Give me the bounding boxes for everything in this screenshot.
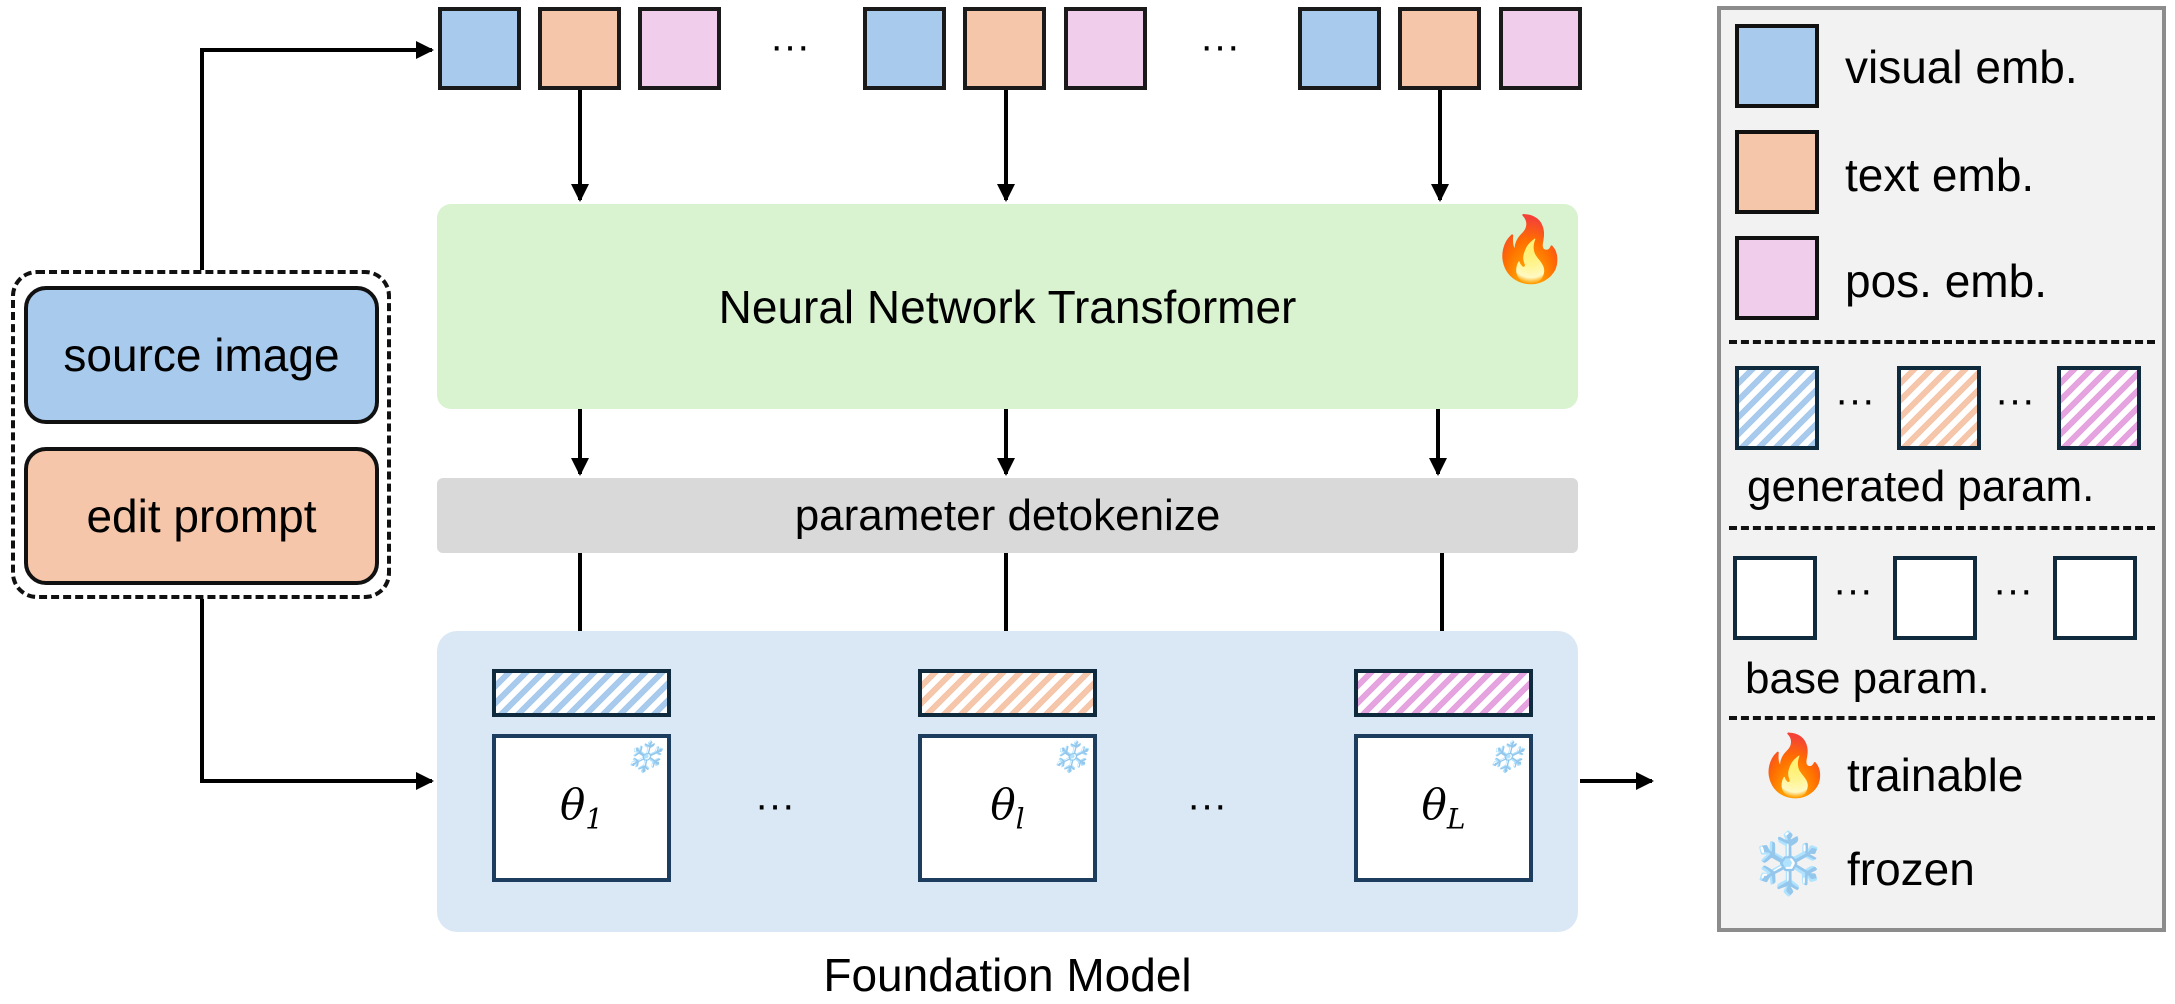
legend-text-swatch (1735, 130, 1819, 214)
token-ellipsis-1: ··· (770, 24, 810, 68)
legend-generated-blue (1735, 366, 1819, 450)
transformer-block: Neural Network Transformer 🔥 (437, 204, 1578, 409)
generated-param-bar-l (918, 669, 1097, 717)
legend-text-label: text emb. (1845, 149, 2035, 201)
legend-generated-pink (2057, 366, 2141, 450)
snowflake-icon: ❄️ (1487, 740, 1525, 775)
legend: visual emb. text emb. pos. emb. ··· ··· … (1717, 6, 2166, 932)
token-text-2 (963, 7, 1046, 90)
generated-param-bar-1 (492, 669, 671, 717)
legend-ellipsis: ··· (1995, 378, 2035, 422)
legend-ellipsis: ··· (1993, 568, 2033, 612)
input-group (11, 270, 391, 599)
legend-pos-label: pos. emb. (1845, 255, 2047, 307)
token-visual-2 (863, 7, 946, 90)
source-image-box: source image (24, 286, 379, 424)
layer-symbol: θL (1421, 780, 1466, 836)
legend-snowflake-icon: ❄️ (1751, 830, 1826, 897)
layer-theta-1: θ1 ❄️ (492, 734, 671, 882)
legend-ellipsis: ··· (1833, 568, 1873, 612)
foundation-model-label: Foundation Model (823, 949, 1192, 1001)
legend-divider-1 (1729, 340, 2155, 344)
layer-ellipsis-1: ··· (755, 783, 795, 827)
layer-theta-L: θL ❄️ (1354, 734, 1533, 882)
token-visual-3 (1298, 7, 1381, 90)
source-image-label: source image (63, 329, 340, 381)
legend-divider-2 (1729, 526, 2155, 530)
legend-divider-3 (1729, 716, 2155, 720)
legend-base-1 (1733, 556, 1817, 640)
legend-visual-label: visual emb. (1845, 41, 2078, 93)
layer-symbol: θ1 (559, 780, 604, 836)
layer-symbol: θl (990, 780, 1025, 836)
layer-theta-l: θl ❄️ (918, 734, 1097, 882)
fire-icon: 🔥 (1490, 213, 1570, 285)
token-text-1 (538, 7, 621, 90)
token-ellipsis-2: ··· (1200, 24, 1240, 68)
token-pos-3 (1499, 7, 1582, 90)
legend-fire-icon: 🔥 (1757, 732, 1832, 799)
token-pos-2 (1064, 7, 1147, 90)
transformer-label: Neural Network Transformer (718, 280, 1297, 333)
token-visual-1 (438, 7, 521, 90)
token-pos-1 (638, 7, 721, 90)
detokenize-label: parameter detokenize (794, 490, 1221, 540)
edit-prompt-box: edit prompt (24, 447, 379, 585)
legend-visual-swatch (1735, 24, 1819, 108)
legend-ellipsis: ··· (1835, 378, 1875, 422)
token-text-3 (1398, 7, 1481, 90)
legend-pos-swatch (1735, 236, 1819, 320)
arrow-source-to-tokens (200, 41, 434, 270)
snowflake-icon: ❄️ (1051, 740, 1089, 775)
arrow-prompt-to-foundation (200, 599, 434, 790)
legend-base-3 (2053, 556, 2137, 640)
snowflake-icon: ❄️ (625, 740, 663, 775)
edit-prompt-label: edit prompt (86, 490, 317, 542)
legend-base-label: base param. (1745, 654, 1990, 703)
layer-ellipsis-2: ··· (1187, 783, 1227, 827)
legend-frozen-label: frozen (1847, 843, 1975, 895)
legend-generated-label: generated param. (1747, 462, 2095, 511)
detokenize-block: parameter detokenize (437, 478, 1578, 553)
legend-trainable-label: trainable (1847, 749, 2024, 801)
generated-param-bar-L (1354, 669, 1533, 717)
legend-generated-orange (1897, 366, 1981, 450)
legend-base-2 (1893, 556, 1977, 640)
